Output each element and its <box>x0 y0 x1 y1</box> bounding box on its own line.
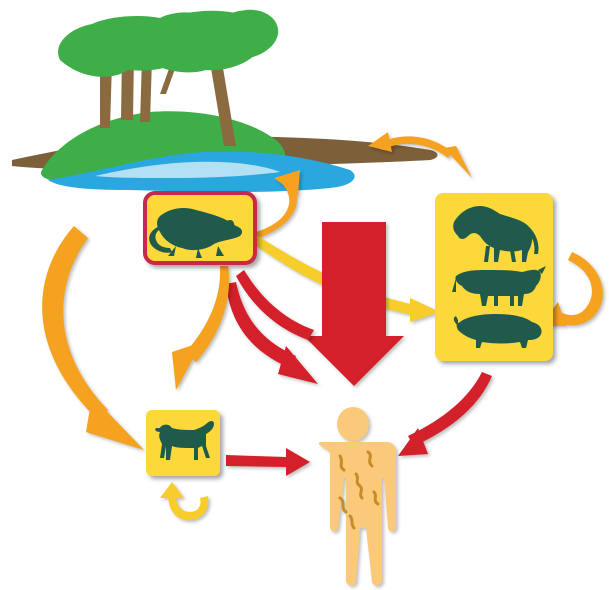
parasite-worms <box>338 450 380 530</box>
cow-icon <box>452 266 546 306</box>
livestock-card <box>435 193 553 361</box>
arrow-livestock-human <box>398 372 492 456</box>
arrow-dog-human <box>226 448 310 476</box>
tree-canopies <box>58 9 279 77</box>
human-figure-icon <box>318 407 396 586</box>
arrow-forest-livestock <box>368 132 472 178</box>
arrow-forest-human <box>304 222 404 386</box>
pig-icon <box>453 314 542 348</box>
dog-icon <box>155 421 214 460</box>
dog-card <box>146 410 220 476</box>
arrow-rodent-human <box>226 270 318 384</box>
arrow-forest-dog <box>42 226 144 450</box>
rodent-card <box>143 191 257 265</box>
arrow-dog-loop <box>160 482 209 521</box>
horse-icon <box>453 206 539 262</box>
rat-icon <box>149 208 243 258</box>
arrow-rodent-forest <box>256 170 300 238</box>
forest-landscape-icon <box>12 9 438 192</box>
water-highlight <box>95 161 280 178</box>
arrow-rodent-dog <box>172 266 230 390</box>
